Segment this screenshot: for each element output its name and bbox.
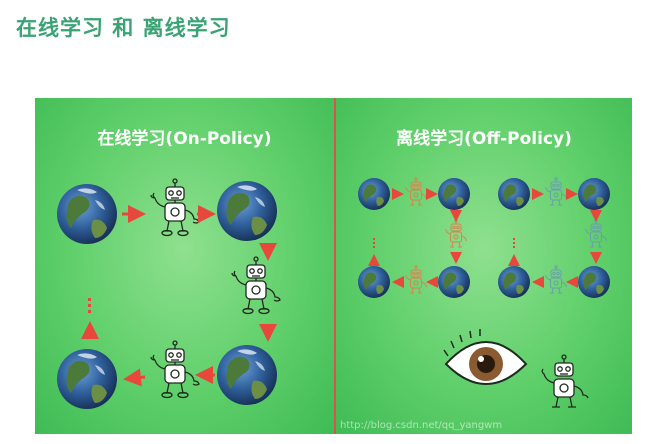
earth-bottom-right (217, 345, 277, 405)
earth-bottom-left (57, 349, 117, 409)
earth-top-right (217, 181, 277, 241)
off-policy-loop-a (358, 178, 470, 298)
arrow-left-2 (126, 377, 145, 379)
continuation-dots (88, 298, 91, 313)
on-policy-panel: 在线学习(On-Policy) (35, 98, 334, 434)
off-policy-panel: 离线学习(Off-Policy) (336, 98, 632, 434)
off-policy-loop-b (498, 178, 610, 298)
watermark: http://blog.csdn.net/qq_yangwm (340, 420, 502, 431)
robot-bottom (151, 341, 199, 398)
robot-top (151, 179, 199, 236)
robot-right (232, 257, 280, 314)
slide-title: 在线学习 和 离线学习 (16, 12, 231, 42)
observer-robot (542, 355, 588, 407)
earth-top-left (57, 184, 117, 244)
eye-icon (444, 329, 526, 384)
